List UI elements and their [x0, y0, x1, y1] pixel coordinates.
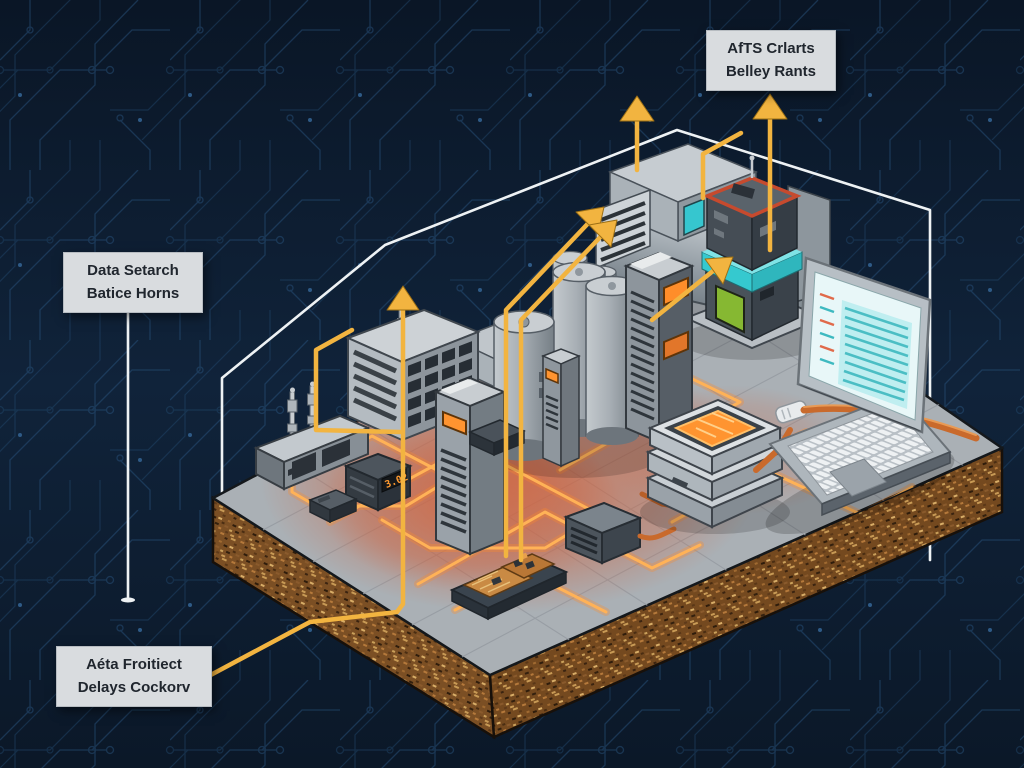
flow-arrows — [202, 93, 788, 681]
callout-line: Data Setarch — [87, 262, 179, 279]
wireframe-outline — [121, 128, 932, 603]
callout-bottom-left: Aéta Froitiect Delays Cockorv — [56, 646, 212, 707]
elbow-line — [313, 327, 403, 435]
server-tower-left — [433, 376, 507, 556]
cable — [637, 526, 677, 541]
antenna-console — [253, 381, 371, 491]
diagonal-flow-line — [503, 212, 599, 559]
up-arrowhead — [619, 95, 655, 122]
ssd-module — [468, 419, 526, 457]
up-arrowhead — [386, 285, 420, 311]
callout-line: AfTS Crlarts — [727, 40, 815, 57]
into-stack-shaft — [649, 264, 721, 323]
laptop — [753, 256, 980, 535]
status-display — [663, 330, 689, 361]
louver-vents — [352, 349, 398, 422]
circuit-board-assembly — [449, 552, 569, 621]
glowing-chip-window — [673, 409, 757, 448]
screen-content — [819, 292, 912, 409]
diagonal-arrowhead — [588, 219, 618, 248]
ssd-module — [308, 489, 358, 524]
elbow-line — [700, 130, 744, 201]
stacked-cube-tower — [680, 155, 831, 360]
diagonal-flow-line — [518, 225, 612, 563]
stacked-drive-boxes — [640, 398, 790, 534]
into-stack-arrowhead — [704, 256, 734, 285]
callout-line: Belley Rants — [725, 62, 817, 80]
machine-window — [683, 197, 705, 237]
callout-line: Delays Cockorv — [77, 678, 191, 696]
server-tower-mid — [541, 348, 581, 468]
antenna — [287, 387, 298, 445]
callout-data-search: Data Setarch Batice Horns — [63, 252, 203, 313]
vent-box — [563, 501, 677, 565]
green-screen-panel — [715, 284, 745, 334]
status-display — [545, 367, 559, 385]
status-display — [442, 410, 467, 436]
callout-line: Batice Horns — [86, 284, 180, 302]
status-display — [663, 276, 689, 307]
server-tower-tall — [623, 251, 695, 444]
trackpad — [829, 458, 887, 497]
cable-connector — [775, 400, 808, 424]
digital-display — [381, 468, 407, 493]
up-arrowhead — [752, 93, 788, 120]
callout-line: Aéta Froitiect — [86, 656, 182, 673]
callout-top-right: AfTS Crlarts Belley Rants — [706, 30, 836, 91]
label-flow-line — [202, 297, 406, 681]
